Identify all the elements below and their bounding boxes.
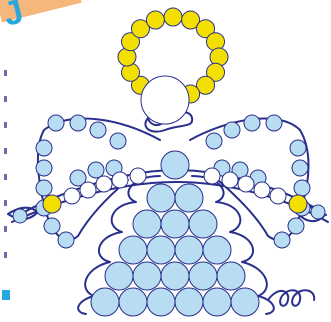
body-bead bbox=[217, 262, 245, 290]
body-bead bbox=[189, 210, 217, 238]
beads bbox=[13, 8, 325, 316]
left-wing-bead bbox=[90, 122, 106, 138]
halo-bead bbox=[164, 8, 182, 26]
body-bead bbox=[147, 184, 175, 212]
body-bead bbox=[91, 288, 119, 316]
body-bead bbox=[147, 236, 175, 264]
neck-bead bbox=[161, 151, 189, 179]
left-wing-bead bbox=[48, 115, 64, 131]
left-wing-bead bbox=[44, 218, 60, 234]
right-wing-bead bbox=[206, 133, 222, 149]
right-arm-bead bbox=[222, 172, 238, 188]
body-bead bbox=[105, 262, 133, 290]
body-bead bbox=[119, 288, 147, 316]
body-bead bbox=[175, 184, 203, 212]
right-arm-bead bbox=[254, 182, 270, 198]
body-bead bbox=[133, 262, 161, 290]
left-arm-bead bbox=[64, 188, 80, 204]
right-arm-bead bbox=[270, 188, 286, 204]
left-wing-bead bbox=[70, 115, 86, 131]
tail-thread bbox=[268, 290, 314, 306]
body-bead bbox=[203, 288, 231, 316]
left-arm-bead bbox=[80, 182, 96, 198]
body-bead bbox=[175, 288, 203, 316]
body-bead bbox=[147, 288, 175, 316]
left-wing-bead bbox=[88, 162, 104, 178]
left-wing-bead bbox=[36, 160, 52, 176]
right-wing-bead bbox=[290, 140, 306, 156]
right-arm-bead bbox=[238, 176, 254, 192]
left-hand-bead bbox=[43, 195, 61, 213]
left-wing-bead bbox=[58, 232, 74, 248]
body-bead bbox=[231, 288, 259, 316]
left-arm-bead bbox=[130, 168, 146, 184]
right-wing-bead bbox=[294, 180, 310, 196]
left-wing-bead bbox=[36, 180, 52, 196]
body-bead bbox=[203, 236, 231, 264]
body-bead bbox=[175, 236, 203, 264]
right-wing-bead bbox=[274, 232, 290, 248]
body-bead bbox=[189, 262, 217, 290]
right-wing-bead bbox=[292, 160, 308, 176]
head-bead bbox=[141, 76, 189, 124]
body-bead bbox=[133, 210, 161, 238]
halo-bead bbox=[146, 11, 164, 29]
right-hand-bead bbox=[289, 195, 307, 213]
body-bead bbox=[161, 210, 189, 238]
right-hand-bead bbox=[311, 205, 325, 219]
body-bead bbox=[161, 262, 189, 290]
left-hand-bead bbox=[13, 209, 27, 223]
left-wing-bead bbox=[110, 133, 126, 149]
left-arm-bead bbox=[96, 176, 112, 192]
right-wing-bead bbox=[288, 218, 304, 234]
left-arm-bead bbox=[112, 172, 128, 188]
right-wing-bead bbox=[266, 115, 282, 131]
body-bead bbox=[119, 236, 147, 264]
right-wing-bead bbox=[244, 115, 260, 131]
right-arm-bead bbox=[204, 168, 220, 184]
right-wing-bead bbox=[224, 122, 240, 138]
left-wing-bead bbox=[36, 140, 52, 156]
